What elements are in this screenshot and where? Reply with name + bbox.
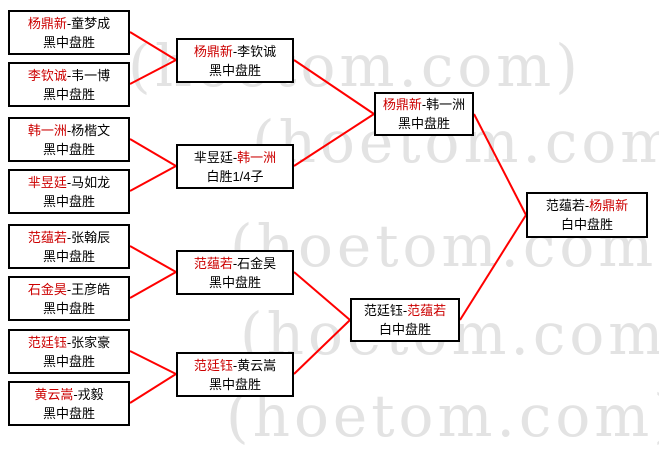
match-result: 黑中盘胜 <box>42 248 95 264</box>
player2-name: 童梦成 <box>71 15 111 31</box>
player2-name: 马如龙 <box>71 174 111 190</box>
bracket-connector <box>129 165 177 192</box>
player1-name: 范蕴若 <box>27 229 67 245</box>
match-result: 白中盘胜 <box>560 217 613 232</box>
players-separator: - <box>66 281 72 297</box>
match-box-r2-m3: 范蕴若-石金昊 黑中盘胜 <box>176 250 294 295</box>
match-result: 黑中盘胜 <box>42 34 95 50</box>
player1-name: 杨鼎新 <box>27 15 67 31</box>
match-players: 石金昊-王彦皓 <box>28 280 110 299</box>
match-players: 范蕴若-张翰辰 <box>28 228 110 247</box>
match-box-sf-m2: 范廷钰-范蕴若 白中盘胜 <box>350 298 460 342</box>
players-separator: - <box>421 97 427 112</box>
match-players: 杨鼎新-李钦诚 <box>194 42 276 61</box>
player1-name: 范蕴若 <box>545 198 585 213</box>
players-separator: - <box>66 122 72 138</box>
match-players: 芈昱廷-马如龙 <box>28 173 110 192</box>
match-result: 黑中盘胜 <box>42 405 95 421</box>
match-players: 杨鼎新-韩一洲 <box>383 95 465 114</box>
match-result: 黑中盘胜 <box>42 300 95 316</box>
match-players: 范廷钰-范蕴若 <box>364 301 446 320</box>
match-box-sf-m1: 杨鼎新-韩一洲 黑中盘胜 <box>374 92 474 136</box>
match-result: 白胜1/4子 <box>206 168 264 184</box>
bracket-connector <box>129 373 177 404</box>
player2-name: 戎毅 <box>77 386 104 402</box>
player2-name: 韩一洲 <box>237 149 277 165</box>
player2-name: 石金昊 <box>237 255 277 271</box>
match-players: 范蕴若-石金昊 <box>194 254 276 273</box>
players-separator: - <box>402 303 408 318</box>
player1-name: 杨鼎新 <box>193 43 233 59</box>
match-box-r2-m4: 范廷钰-黄云嵩 黑中盘胜 <box>176 352 294 397</box>
match-box-r2-m2: 芈昱廷-韩一洲 白胜1/4子 <box>176 144 294 189</box>
player1-name: 韩一洲 <box>27 122 67 138</box>
match-box-r1-m4: 芈昱廷-马如龙 黑中盘胜 <box>8 169 130 214</box>
match-result: 黑中盘胜 <box>42 353 95 369</box>
match-box-r1-m6: 石金昊-王彦皓 黑中盘胜 <box>8 276 130 321</box>
player1-name: 芈昱廷 <box>27 174 67 190</box>
players-separator: - <box>232 357 238 373</box>
match-players: 李钦诚-韦一博 <box>28 66 110 85</box>
match-box-r1-m3: 韩一洲-杨楷文 黑中盘胜 <box>8 117 130 162</box>
player2-name: 韩一洲 <box>426 97 466 112</box>
player2-name: 范蕴若 <box>407 303 447 318</box>
player1-name: 李钦诚 <box>27 67 67 83</box>
players-separator: - <box>584 198 590 213</box>
match-players: 杨鼎新-童梦成 <box>28 14 110 33</box>
match-box-r1-m8: 黄云嵩-戎毅 黑中盘胜 <box>8 381 130 426</box>
player2-name: 韦一博 <box>71 67 111 83</box>
match-box-final: 范蕴若-杨鼎新 白中盘胜 <box>526 192 648 238</box>
match-box-r1-m2: 李钦诚-韦一博 黑中盘胜 <box>8 62 130 107</box>
player1-name: 黄云嵩 <box>34 386 74 402</box>
player2-name: 黄云嵩 <box>237 357 277 373</box>
player1-name: 范蕴若 <box>193 255 233 271</box>
match-players: 芈昱廷-韩一洲 <box>194 148 276 167</box>
bracket-connector <box>129 350 177 375</box>
match-players: 范廷钰-黄云嵩 <box>194 356 276 375</box>
players-separator: - <box>66 334 72 350</box>
match-result: 黑中盘胜 <box>42 193 95 209</box>
player1-name: 范廷钰 <box>27 334 67 350</box>
players-separator: - <box>232 149 238 165</box>
player1-name: 范廷钰 <box>363 303 403 318</box>
player2-name: 王彦皓 <box>71 281 111 297</box>
match-result: 白中盘胜 <box>378 322 431 337</box>
players-separator: - <box>232 43 238 59</box>
match-box-r1-m5: 范蕴若-张翰辰 黑中盘胜 <box>8 224 130 269</box>
match-result: 黑中盘胜 <box>208 376 261 392</box>
bracket-connector <box>129 271 177 299</box>
player1-name: 杨鼎新 <box>382 97 422 112</box>
bracket-connector <box>129 245 177 273</box>
match-result: 黑中盘胜 <box>397 116 450 131</box>
player1-name: 石金昊 <box>27 281 67 297</box>
player2-name: 李钦诚 <box>237 43 277 59</box>
match-players: 韩一洲-杨楷文 <box>28 121 110 140</box>
match-result: 黑中盘胜 <box>42 141 95 157</box>
players-separator: - <box>66 15 72 31</box>
player2-name: 杨鼎新 <box>589 198 629 213</box>
player1-name: 范廷钰 <box>193 357 233 373</box>
player2-name: 杨楷文 <box>71 122 111 138</box>
match-players: 范廷钰-张家豪 <box>28 333 110 352</box>
match-result: 黑中盘胜 <box>42 86 95 102</box>
match-result: 黑中盘胜 <box>208 62 261 78</box>
players-separator: - <box>232 255 238 271</box>
match-result: 黑中盘胜 <box>208 274 261 290</box>
players-separator: - <box>66 67 72 83</box>
match-box-r1-m1: 杨鼎新-童梦成 黑中盘胜 <box>8 10 130 55</box>
match-box-r1-m7: 范廷钰-张家豪 黑中盘胜 <box>8 329 130 374</box>
player2-name: 张家豪 <box>71 334 111 350</box>
match-box-r2-m1: 杨鼎新-李钦诚 黑中盘胜 <box>176 38 294 83</box>
match-players: 范蕴若-杨鼎新 <box>546 196 628 215</box>
players-separator: - <box>66 229 72 245</box>
players-separator: - <box>73 386 78 402</box>
bracket-connector <box>129 138 177 167</box>
players-separator: - <box>66 174 72 190</box>
match-players: 黄云嵩-戎毅 <box>34 385 103 404</box>
bracket-stage: (hoetom.com) (hoetom.com) (hoetom.com) (… <box>8 10 659 450</box>
player1-name: 芈昱廷 <box>193 149 233 165</box>
player2-name: 张翰辰 <box>71 229 111 245</box>
